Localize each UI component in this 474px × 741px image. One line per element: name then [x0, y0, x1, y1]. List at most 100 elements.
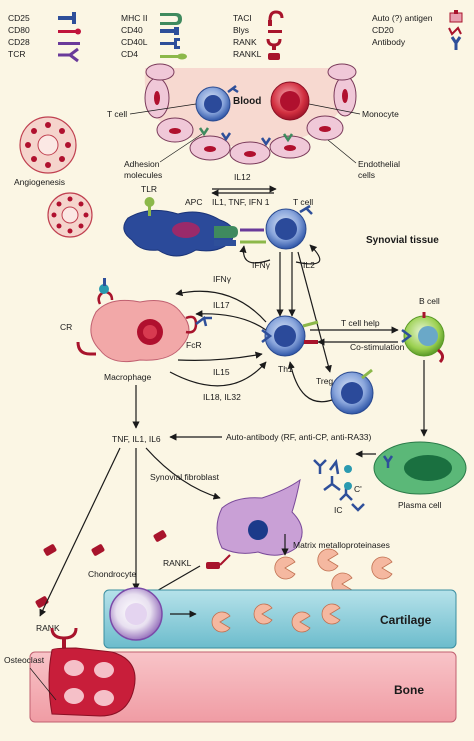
legend-cd28: CD28: [8, 37, 30, 47]
il2-label: IL2: [303, 260, 315, 270]
monocyte-label: Monocyte: [362, 109, 399, 119]
b-cell: [401, 312, 445, 364]
matrix-mmp-label: Matrix metalloproteinases: [293, 540, 390, 550]
immune-complexes: [313, 458, 365, 512]
c-prime-label: C': [354, 484, 362, 494]
legend-cd80: CD80: [8, 25, 30, 35]
legend-col2: MHC II CD40 CD40L CD4: [121, 13, 187, 60]
il18-arrow: [169, 361, 267, 387]
endothelial-label-1: Endothelial: [358, 159, 400, 169]
antibody-icon: [450, 36, 462, 50]
cr-receptor-lower: [76, 341, 96, 356]
legend-rankl: RANKL: [233, 49, 262, 59]
ifng-label: IFNγ: [213, 274, 232, 284]
legend-taci: TACI: [233, 13, 252, 23]
il2-loop-arrow: [295, 244, 321, 265]
vessel-cross-section-1: [19, 116, 77, 174]
mmp-group: [274, 548, 393, 596]
vessel-cross-section-2: [47, 192, 93, 238]
cytokine-to-fibroblast-arrow: [145, 447, 221, 500]
treg-cell: [330, 368, 374, 415]
il15-arrow: [177, 351, 263, 361]
cartilage: Cartilage: [103, 587, 457, 649]
blood-vessel: Blood T cell Monocyte Adhesion molecules…: [107, 63, 400, 182]
legend-cd20: CD20: [372, 25, 394, 35]
synovial-fibroblast: [206, 478, 303, 569]
t-cell-help-label: T cell help: [341, 318, 380, 328]
rankl-icon: [268, 53, 280, 60]
plasma-cell-label: Plasma cell: [398, 500, 442, 510]
mhc2-icon: [160, 13, 182, 25]
apc-label: APC: [185, 197, 202, 207]
cr-label: CR: [60, 322, 72, 332]
adhesion-molecules: [198, 127, 294, 147]
legend-cd40l: CD40L: [121, 37, 148, 47]
t-cell-apc-label: T cell: [293, 197, 313, 207]
legend: CD25 CD80 CD28 TCR MHC II CD40 CD40L CD4…: [8, 10, 463, 63]
th1-label: Th1: [278, 364, 293, 374]
cd20-icon: [448, 26, 462, 36]
tcr-icon: [58, 47, 79, 63]
tnf-il1-il6-label: TNF, IL1, IL6: [112, 434, 161, 444]
treg-label: Treg: [316, 376, 333, 386]
auto-antibody-label: Auto-antibody (RF, anti-CP, anti-RA33): [226, 432, 372, 442]
legend-mhc2: MHC II: [121, 13, 147, 23]
b-cell-label: B cell: [419, 296, 440, 306]
blood-t-cell: [195, 85, 239, 122]
blys-icon: [268, 30, 282, 33]
apc-t-cell: [240, 204, 313, 250]
treg-arrow: [287, 361, 333, 403]
rank-receptor: [50, 627, 78, 650]
cd40l-icon: [160, 38, 180, 49]
cartilage-label: Cartilage: [380, 613, 432, 627]
il17-label: IL17: [213, 300, 230, 310]
ic-label: IC: [334, 505, 343, 515]
blood-label: Blood: [233, 96, 261, 107]
synovial-fibroblast-label: Synovial fibroblast: [150, 472, 220, 482]
legend-cd40: CD40: [121, 25, 143, 35]
cd40-icon: [160, 27, 179, 35]
cd28-icon: [58, 42, 80, 45]
tlr-label: TLR: [141, 184, 157, 194]
osteoclast: [48, 647, 136, 717]
mhc-complex: [214, 226, 238, 246]
legend-col1: CD25 CD80 CD28 TCR: [8, 12, 81, 63]
macrophage-label: Macrophage: [104, 372, 152, 382]
chondrocyte-label: Chondrocyte: [88, 569, 136, 579]
endothelial-label-2: cells: [358, 170, 375, 180]
il1-tnf-ifn-label: IL1, TNF, IFN 1: [212, 197, 270, 207]
legend-cd4: CD4: [121, 49, 138, 59]
tlr-receptor: [144, 197, 155, 216]
adhesion-label-1: Adhesion: [124, 159, 160, 169]
fcr-label: FcR: [186, 340, 202, 350]
legend-antibody: Antibody: [372, 37, 406, 47]
plasma-cell: [373, 441, 467, 495]
endothelial-cells: [144, 63, 357, 165]
adhesion-label-2: molecules: [124, 170, 162, 180]
il18-il32-label: IL18, IL32: [203, 392, 241, 402]
taci-icon: [268, 10, 284, 26]
rank-label: RANK: [36, 623, 60, 633]
osteoclast-label: Osteoclast: [4, 655, 45, 665]
cartilage-mmps: [211, 603, 341, 633]
t-cell-top-label: T cell: [107, 109, 127, 119]
bone: Bone: [29, 651, 457, 723]
chondrocyte: [109, 587, 163, 641]
angiogenesis: Angiogenesis: [14, 116, 93, 238]
il15-label: IL15: [213, 367, 230, 377]
legend-cd25: CD25: [8, 13, 30, 23]
rankl-label: RANKL: [163, 558, 192, 568]
cd4-icon: [160, 53, 187, 60]
legend-blys: Blys: [233, 25, 249, 35]
cd80-icon: [58, 28, 81, 35]
ifng-arrow: [175, 289, 267, 323]
ifng-loop-arrow: [239, 245, 271, 264]
cr-receptor: [97, 278, 114, 305]
macrophage: [76, 278, 212, 363]
ifng-loop-label: IFNγ: [252, 260, 271, 270]
legend-auto-antigen: Auto (?) antigen: [372, 13, 433, 23]
apc-cell: [123, 197, 238, 257]
cytokine-to-osteoclast-arrow: [39, 447, 121, 617]
il17-arrow: [195, 310, 267, 331]
